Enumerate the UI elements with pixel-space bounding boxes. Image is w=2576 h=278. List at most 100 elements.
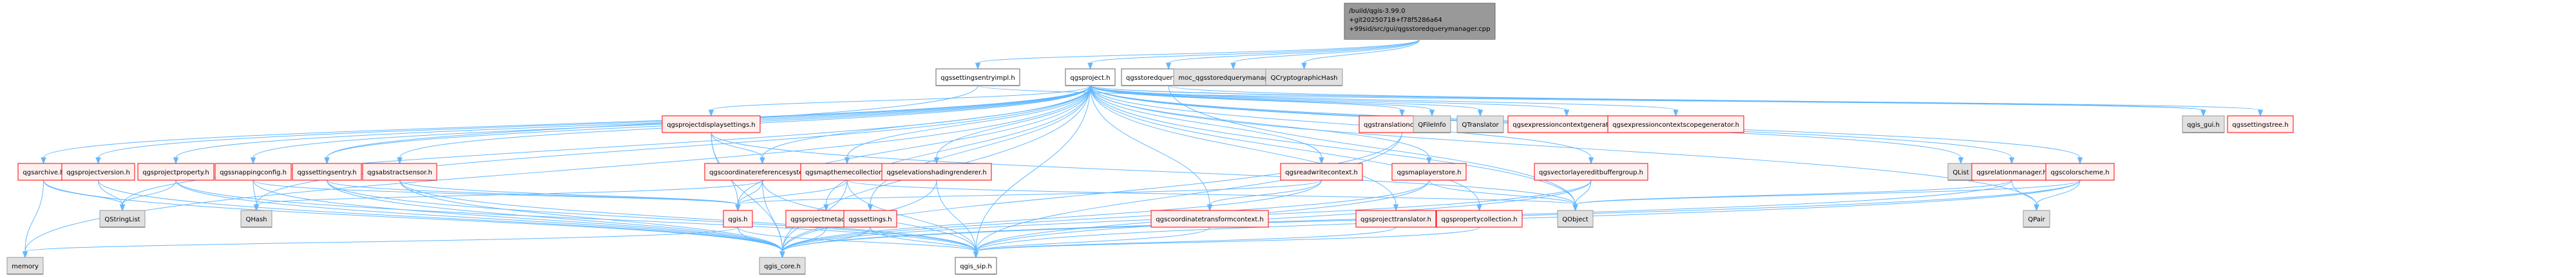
node-label: qgsreadwritecontext.h (1285, 169, 1358, 176)
node-qgssettingstree[interactable]: qgssettingstree.h (2227, 115, 2294, 133)
node-qgsmapthemecollection[interactable]: qgsmapthemecollection.h (800, 163, 894, 181)
edge-qgsproject-to-qgssettingstree (1090, 85, 2261, 111)
node-qgsrelationmanager[interactable]: qgsrelationmanager.h (1971, 163, 2052, 181)
node-qgsexpressioncontextscopegenerator[interactable]: qgsexpressioncontextscopegenerator.h (1607, 115, 1744, 133)
edge-qgsprojecttranslator-to-qgis_sip (975, 227, 1397, 252)
edge-qgssettingsentry-to-qgis_core (327, 180, 783, 252)
edge-qgsarchive-to-qstringlist (43, 180, 123, 205)
node-qgssettingsentry[interactable]: qgssettingsentry.h (292, 163, 362, 181)
node-box (881, 163, 992, 181)
edge-qgspropertycollection-to-qgis_sip (975, 227, 1480, 252)
node-qgsarchive[interactable]: qgsarchive.h (17, 163, 70, 181)
node-label: qgssettingsentryimpl.h (940, 75, 1015, 82)
edge-qgsproject-to-qpair (1090, 85, 2037, 205)
node-qcryptographichash: QCryptographicHash (1265, 68, 1343, 86)
edge-qgsvectorlayereditbuffergroup-to-qobject (1575, 180, 1592, 205)
edge-arrowhead (1165, 62, 1172, 70)
edge-root-to-qgsstoredquerymanager (1168, 39, 1420, 64)
node-qgssettingsentryimpl[interactable]: qgssettingsentryimpl.h (935, 68, 1020, 86)
edge-qgsvectorlayereditbuffergroup-to-qgis_sip (975, 180, 1592, 252)
edge-qgsproject-to-qgsexpressioncontextscopegenerator (1090, 85, 1676, 111)
edge-arrowhead (1572, 204, 1578, 212)
edge-arrowhead (119, 204, 126, 212)
node-qgsmaplayerstore[interactable]: qgsmaplayerstore.h (1391, 163, 1467, 181)
edge-qgsrelationmanager-to-qobject (1575, 180, 2012, 205)
edge-qgsmaplayerstore-to-qgis_core (782, 180, 1429, 252)
node-label: /build/qgis-3.99.0 (1349, 8, 1405, 15)
node-label: QHash (245, 216, 267, 223)
node-qgspropertycollection[interactable]: qgspropertycollection.h (1436, 210, 1523, 228)
node-qgsprojectversion[interactable]: qgsprojectversion.h (61, 163, 135, 181)
node-box (2045, 163, 2115, 181)
node-box (935, 68, 1020, 86)
edge-qgsprojectproperty-to-qgis_sip (175, 180, 977, 252)
node-qgsexpressioncontextgenerator[interactable]: qgsexpressioncontextgenerator.h (1507, 115, 1626, 133)
node-box (2182, 115, 2225, 133)
edge-arrowhead (1588, 157, 1594, 165)
edge-qgsreadwritecontext-to-qgis (738, 180, 1322, 205)
edge-qgsproject-to-qgis_sip (975, 85, 1091, 252)
nodes-layer: /build/qgis-3.99.0+git20250718+f78f5286a… (6, 3, 2294, 275)
edge-qgstranslationcontext-to-qgis_sip (975, 132, 1402, 252)
edge-qgsproject-to-qgssettings (870, 85, 1091, 205)
edge-qgsprojectversion-to-qstringlist (98, 180, 123, 205)
node-box (1065, 68, 1116, 86)
node-label: +99sid/src/gui/qgsstoredquerymanager.cpp (1349, 26, 1490, 33)
node-label: qgssettingstree.h (2232, 122, 2288, 129)
node-qgsabstractsensor[interactable]: qgsabstractsensor.h (362, 163, 437, 181)
node-label: QList (1952, 169, 1969, 176)
edge-qgsarchive-to-memory (24, 180, 44, 252)
node-qgssettings[interactable]: qgssettings.h (843, 210, 897, 228)
edge-arrowhead (1958, 157, 1964, 165)
node-qgsprojectdisplaysettings[interactable]: qgsprojectdisplaysettings.h (662, 115, 761, 133)
node-box (1534, 163, 1648, 181)
edge-qgsproject-to-qhash (256, 85, 1091, 205)
node-box (1391, 163, 1467, 181)
node-label: QObject (1562, 216, 1589, 223)
node-qgssnappingconfig[interactable]: qgssnappingconfig.h (215, 163, 292, 181)
node-label: qgis.h (728, 216, 747, 223)
node-qgis_sip[interactable]: qgis_sip.h (955, 257, 997, 275)
edge-qgsproject-to-qgsreadwritecontext (1090, 85, 1322, 158)
edge-qgis-to-qgis_core (738, 227, 783, 252)
node-qgsprojecttranslator[interactable]: qgsprojecttranslator.h (1355, 210, 1436, 228)
node-label: qgis_core.h (764, 263, 801, 270)
node-qgsprojectproperty[interactable]: qgsprojectproperty.h (137, 163, 215, 181)
edge-qgsstoredquerymanager-to-qobject (1168, 85, 1576, 205)
edge-qgsproject-to-qgscoordinatereferencesystem (762, 85, 1091, 158)
node-box (99, 210, 146, 228)
node-label: qgsabstractsensor.h (367, 169, 432, 176)
edge-qgsproject-to-qtranslator (1090, 85, 1481, 111)
edge-qgssettingsentry-to-qgis (327, 180, 738, 205)
node-box (800, 163, 894, 181)
edge-qgsprojectproperty-to-qgis_core (175, 180, 783, 252)
node-box (362, 163, 437, 181)
edge-qgsprojectdisplaysettings-to-qgscoordinatereferencesystem (711, 132, 763, 158)
node-box (1265, 68, 1343, 86)
edge-arrowhead (324, 157, 330, 165)
edge-qgsproject-to-qgsprojectmetadata (826, 85, 1091, 205)
node-label: qgsprojectproperty.h (142, 169, 209, 176)
edge-qgsproject-to-qgsmapthemecollection (846, 85, 1091, 158)
node-qgselevationshadingrenderer[interactable]: qgselevationshadingrenderer.h (881, 163, 992, 181)
node-qgscolorscheme[interactable]: qgscolorscheme.h (2045, 163, 2115, 181)
edge-qgsproject-to-qgselevationshadingrenderer (936, 85, 1091, 158)
edge-qgsproject-to-qgscoordinatetransformcontext (1090, 85, 1210, 205)
node-box (843, 210, 897, 228)
node-qgscoordinatetransformcontext[interactable]: qgscoordinatetransformcontext.h (1150, 210, 1269, 228)
node-qgsreadwritecontext[interactable]: qgsreadwritecontext.h (1280, 163, 1363, 181)
node-label: qgis_sip.h (960, 263, 992, 270)
node-qgsproject[interactable]: qgsproject.h (1065, 68, 1116, 86)
edge-qgsproject-to-qgsarchive (43, 85, 1091, 158)
node-box (2227, 115, 2294, 133)
node-box (723, 210, 753, 228)
edge-qgsproject-to-qgis (738, 85, 1091, 205)
node-box (61, 163, 135, 181)
node-qgis[interactable]: qgis.h (723, 210, 753, 228)
node-label: memory (12, 263, 39, 270)
edge-root-to-qgssettingsentryimpl (977, 39, 1420, 64)
edge-arrowhead (95, 157, 101, 165)
edge-arrowhead (250, 157, 256, 165)
node-qgsvectorlayereditbuffergroup[interactable]: qgsvectorlayereditbuffergroup.h (1534, 163, 1648, 181)
node-root: /build/qgis-3.99.0+git20250718+f78f5286a… (1344, 3, 1496, 40)
